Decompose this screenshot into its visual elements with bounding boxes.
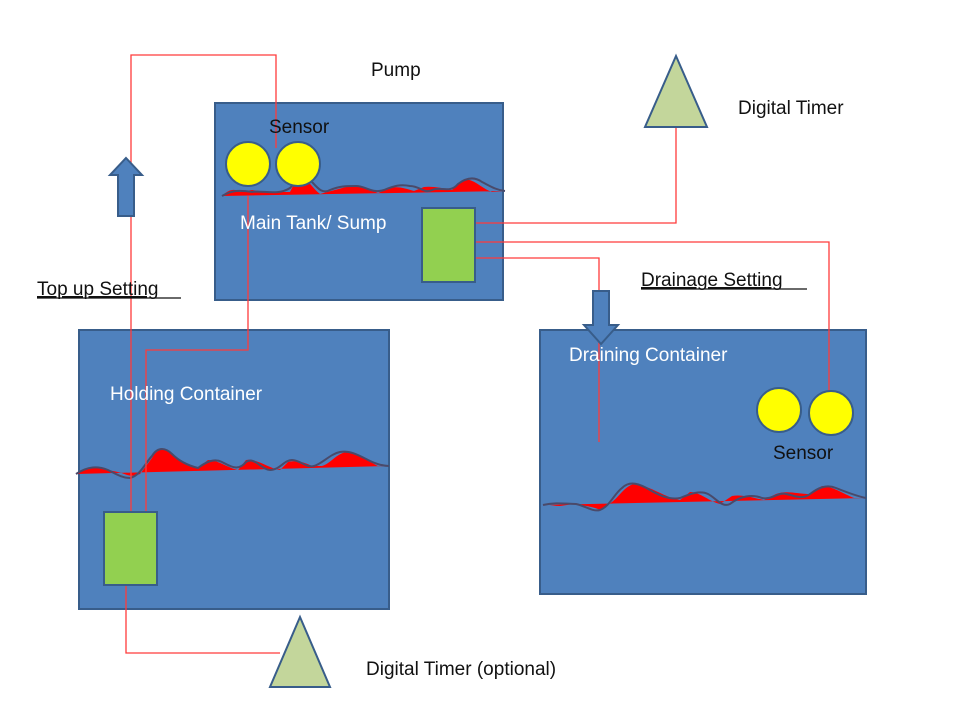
draining-container-box (539, 329, 867, 595)
main-tank-water-surface (221, 174, 506, 197)
sensor-top-circles (225, 141, 321, 187)
wire-holding-pump-to-timer (125, 585, 280, 654)
top-up-setting-label: Top up Setting (37, 279, 158, 300)
digital-timer-optional-triangle (268, 614, 332, 688)
draining-container-water-surface (542, 482, 867, 512)
sensor-right-circles (756, 387, 854, 436)
pump-label: Pump (371, 60, 421, 81)
digital-timer-triangle (643, 53, 709, 128)
draining-container-label: Draining Container (569, 345, 728, 366)
wire-pump-to-timer (476, 128, 677, 224)
digital-timer-optional-label: Digital Timer (optional) (366, 659, 556, 680)
wire-top-up-loop (130, 54, 277, 518)
digital-timer-label: Digital Timer (738, 98, 844, 119)
sensor-top-label: Sensor (269, 117, 330, 138)
top-up-arrow-icon (107, 156, 145, 217)
holding-container-water-surface (75, 448, 390, 480)
main-tank-pump (421, 207, 476, 283)
wire-pump-to-sensor-right (476, 241, 830, 394)
main-tank-label: Main Tank/ Sump (240, 213, 386, 234)
drainage-arrow-icon (581, 290, 621, 346)
wire-sensor-to-holding (145, 196, 249, 512)
holding-container-pump (103, 511, 158, 586)
holding-container-label: Holding Container (110, 384, 263, 405)
sensor-right-label: Sensor (773, 443, 834, 464)
wire-pump-to-drain (476, 257, 600, 442)
wiring (125, 54, 830, 654)
drainage-setting-label: Drainage Setting (641, 270, 783, 291)
